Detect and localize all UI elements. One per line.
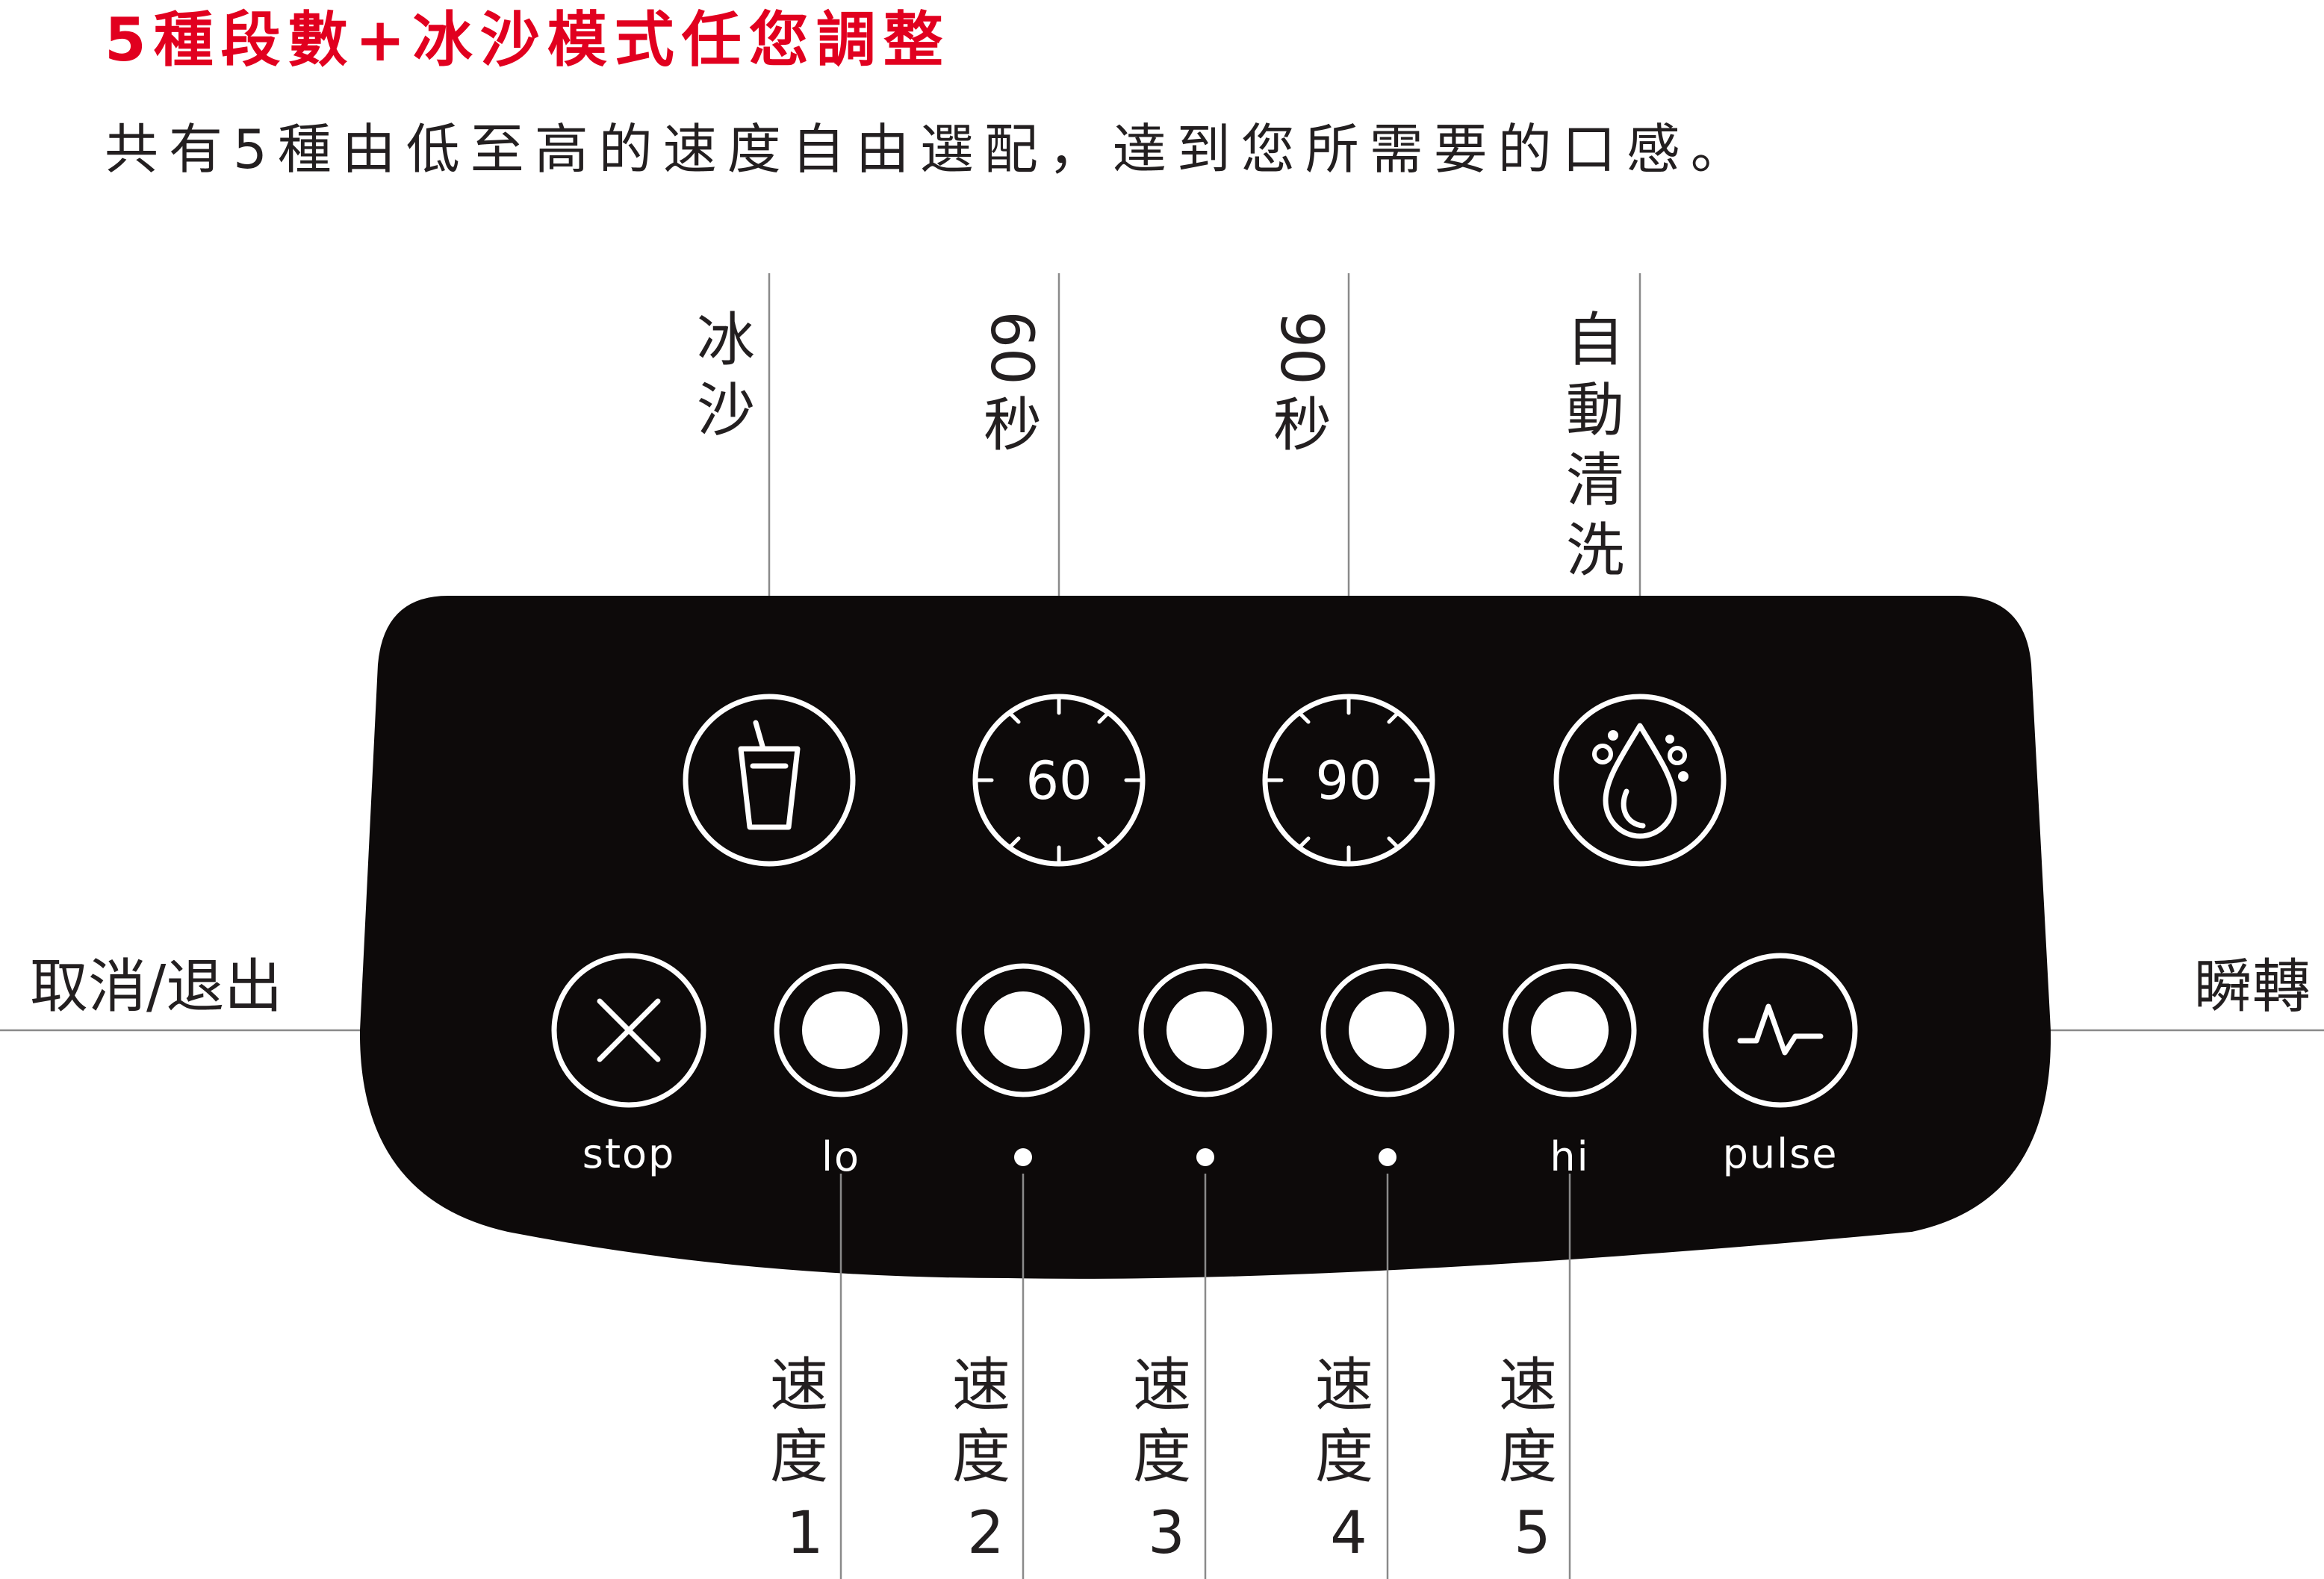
svg-text:90: 90 bbox=[1315, 750, 1382, 812]
svg-text:度: 度 bbox=[1315, 1424, 1373, 1491]
smoothie-cup-icon bbox=[738, 720, 801, 830]
svg-text:動: 動 bbox=[1566, 377, 1624, 444]
svg-text:2: 2 bbox=[967, 1500, 1004, 1567]
timer-90-button[interactable]: 90 bbox=[1262, 694, 1435, 867]
timer-60-button[interactable]: 60 bbox=[972, 694, 1146, 867]
page-subtitle: 共有5種由低至高的速度自由選配，達到您所需要的口感。 bbox=[105, 118, 1755, 181]
speed-5-button[interactable] bbox=[1503, 963, 1637, 1097]
autoclean-label: 自 動 清 洗 bbox=[1566, 307, 1624, 585]
svg-text:清: 清 bbox=[1566, 447, 1624, 514]
page-title: 5種段數+冰沙模式任您調整 bbox=[105, 5, 951, 75]
close-icon bbox=[597, 998, 661, 1062]
svg-text:速: 速 bbox=[952, 1352, 1010, 1419]
svg-text:60: 60 bbox=[1025, 750, 1092, 812]
pulse-label: pulse bbox=[1723, 1130, 1839, 1177]
sec60-label: 60 秒 bbox=[978, 311, 1045, 459]
cancel-exit-label: 取消/退出 bbox=[30, 953, 282, 1021]
smoothie-label: 冰 沙 bbox=[697, 307, 755, 444]
speed-3-button[interactable] bbox=[1138, 963, 1273, 1097]
smoothie-button[interactable] bbox=[683, 694, 856, 867]
pulse-wave-icon bbox=[1737, 1003, 1824, 1056]
svg-text:速: 速 bbox=[1499, 1352, 1557, 1419]
pulse-cn-label: 瞬轉 bbox=[2194, 953, 2311, 1021]
svg-text:度: 度 bbox=[1133, 1424, 1191, 1491]
leader-lines-bottom bbox=[839, 1174, 1571, 1579]
speed-3-dot bbox=[1196, 1148, 1214, 1166]
svg-text:90: 90 bbox=[1267, 311, 1335, 384]
speed-2-button[interactable] bbox=[956, 963, 1090, 1097]
svg-text:4: 4 bbox=[1330, 1500, 1367, 1567]
svg-text:60: 60 bbox=[978, 311, 1045, 384]
timer-60-icon: 60 bbox=[973, 694, 1145, 866]
pulse-button[interactable] bbox=[1703, 953, 1858, 1108]
svg-text:3: 3 bbox=[1148, 1500, 1185, 1567]
timer-90-icon: 90 bbox=[1263, 694, 1435, 866]
svg-text:5: 5 bbox=[1514, 1500, 1551, 1567]
svg-text:1: 1 bbox=[786, 1500, 824, 1567]
speed-4-button[interactable] bbox=[1320, 963, 1455, 1097]
speed-1-label: 速 度 1 bbox=[770, 1352, 828, 1567]
svg-text:冰: 冰 bbox=[697, 307, 755, 374]
water-drop-icon bbox=[1592, 723, 1688, 839]
svg-text:度: 度 bbox=[952, 1424, 1010, 1491]
svg-text:度: 度 bbox=[770, 1424, 828, 1491]
svg-text:速: 速 bbox=[770, 1352, 828, 1419]
speed-hi-label: hi bbox=[1550, 1133, 1589, 1180]
speed-4-label: 速 度 4 bbox=[1315, 1352, 1373, 1567]
speed-lo-label: lo bbox=[821, 1133, 860, 1180]
svg-text:秒: 秒 bbox=[1273, 392, 1332, 459]
svg-text:速: 速 bbox=[1315, 1352, 1373, 1419]
sec90-label: 90 秒 bbox=[1267, 311, 1335, 459]
stop-label: stop bbox=[582, 1130, 676, 1177]
svg-text:度: 度 bbox=[1499, 1424, 1557, 1491]
speed-2-label: 速 度 2 bbox=[952, 1352, 1010, 1567]
speed-5-label: 速 度 5 bbox=[1499, 1352, 1557, 1567]
svg-text:洗: 洗 bbox=[1566, 517, 1624, 585]
speed-3-label: 速 度 3 bbox=[1133, 1352, 1191, 1567]
svg-text:自: 自 bbox=[1566, 307, 1624, 374]
speed-4-dot bbox=[1379, 1148, 1396, 1166]
svg-text:沙: 沙 bbox=[697, 377, 755, 444]
svg-text:秒: 秒 bbox=[984, 392, 1042, 459]
speed-2-dot bbox=[1014, 1148, 1032, 1166]
stop-button[interactable] bbox=[551, 953, 706, 1108]
svg-text:速: 速 bbox=[1133, 1352, 1191, 1419]
speed-1-button[interactable] bbox=[774, 963, 908, 1097]
autoclean-button[interactable] bbox=[1553, 694, 1727, 867]
